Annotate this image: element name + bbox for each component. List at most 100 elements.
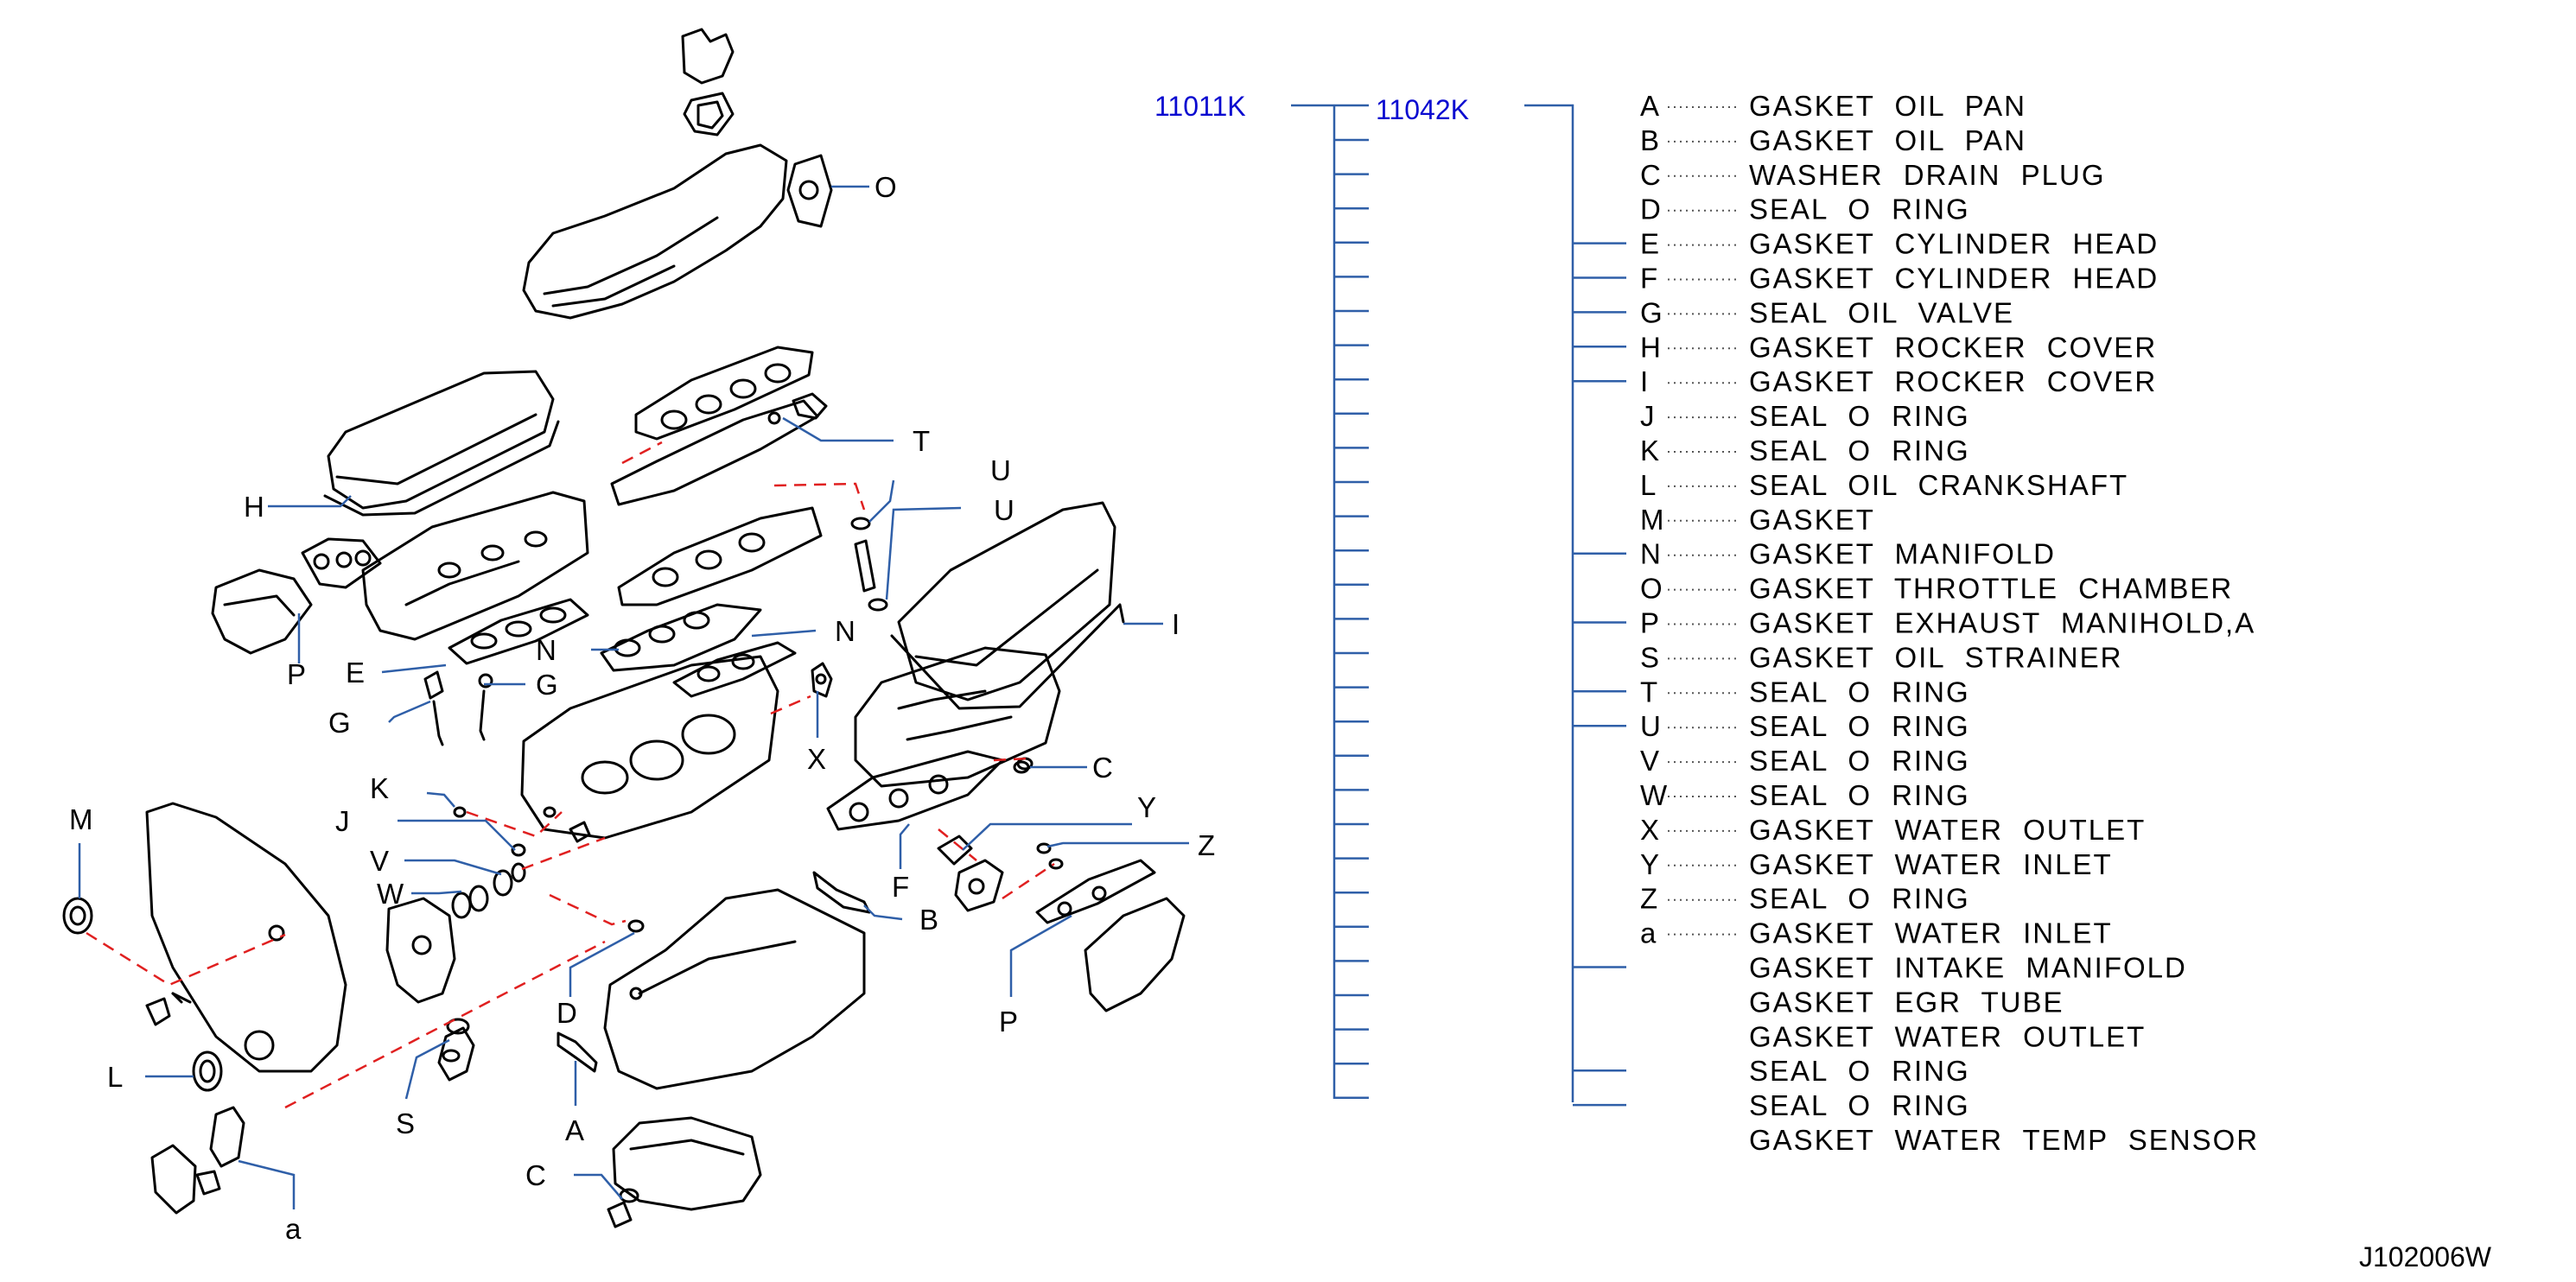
- part-description: GASKET ROCKER COVER: [1749, 331, 2157, 363]
- part-description: SEAL O RING: [1749, 1055, 1970, 1087]
- callout-o: O: [875, 171, 897, 203]
- part-letter: J: [1640, 400, 1655, 432]
- intake-manifold-gaskets: [600, 346, 828, 698]
- callout-g-right: G: [536, 669, 558, 701]
- parts-list-row[interactable]: A GASKET OIL PAN: [1640, 90, 2026, 122]
- rocker-cover-right: [890, 501, 1125, 710]
- intake-collector: [522, 143, 788, 320]
- crank-seal-l: [192, 1050, 223, 1092]
- part-description: GASKET OIL PAN: [1749, 90, 2026, 122]
- part-letter: E: [1640, 228, 1659, 260]
- rocker-cover-left: [323, 370, 560, 517]
- callout-l: L: [107, 1061, 123, 1093]
- callout-u-lower: U: [994, 494, 1014, 526]
- part-description: GASKET OIL PAN: [1749, 124, 2026, 156]
- parts-tree: 11011K 11042K: [1154, 91, 1626, 1107]
- tree-connector-lines: [1291, 104, 1574, 1102]
- callout-g-left: G: [328, 707, 351, 739]
- part-letter: L: [1640, 469, 1656, 501]
- part-description: SEAL O RING: [1749, 710, 1970, 742]
- part-description: GASKET WATER OUTLET: [1749, 1020, 2146, 1052]
- oil-pump: [385, 897, 475, 1082]
- part-letter: a: [1640, 917, 1657, 949]
- part-letter: H: [1640, 331, 1661, 363]
- callout-a: A: [565, 1114, 584, 1146]
- callout-m: M: [69, 803, 93, 835]
- part-description: SEAL O RING: [1749, 745, 1970, 777]
- parts-list-row[interactable]: GASKET WATER TEMP SENSOR: [1749, 1124, 2259, 1156]
- callout-c-lower: C: [525, 1159, 546, 1191]
- callout-y: Y: [1137, 791, 1156, 823]
- water-inlet-a: [150, 1106, 245, 1215]
- parts-list-row[interactable]: GASKET WATER OUTLET: [1749, 1020, 2146, 1052]
- diagram-reference-code: J102006W: [2359, 1241, 2492, 1272]
- part-description: GASKET EGR TUBE: [1749, 986, 2064, 1018]
- front-timing-cover: [145, 802, 347, 1073]
- part-description: GASKET MANIFOLD: [1749, 538, 2056, 570]
- seal-d: [627, 919, 645, 933]
- callout-letters: O T U U H I P E N N G G X C K J Y M V W …: [69, 171, 1215, 1245]
- cylinder-head-left: [361, 491, 589, 641]
- child-code-11042k[interactable]: 11042K: [1376, 94, 1469, 125]
- part-letter: C: [1640, 159, 1661, 191]
- part-letter: A: [1640, 90, 1659, 122]
- parts-list-row[interactable]: U SEAL O RING: [1640, 710, 1970, 742]
- parts-list-row[interactable]: GASKET INTAKE MANIFOLD: [1749, 952, 2187, 984]
- callout-f: F: [892, 871, 909, 903]
- callout-i: I: [1172, 608, 1180, 640]
- parts-list-row[interactable]: T SEAL O RING: [1640, 676, 1970, 708]
- callout-t: T: [913, 425, 930, 457]
- cylinder-head-right: [854, 646, 1061, 788]
- part-letter: U: [1640, 710, 1661, 742]
- oil-pan-gasket-b: [812, 871, 871, 914]
- head-gasket-left: [448, 598, 589, 665]
- parts-list-row[interactable]: H GASKET ROCKER COVER: [1640, 331, 2157, 363]
- cover-plugs: [145, 992, 183, 1026]
- part-letter: B: [1640, 124, 1659, 156]
- cylinder-block: [520, 655, 779, 840]
- front-seal-m: [62, 897, 93, 935]
- alignment-dashed-lines: [86, 441, 1055, 1109]
- part-description: SEAL OIL VALVE: [1749, 296, 2014, 328]
- part-letter: D: [1640, 194, 1661, 225]
- part-description: GASKET: [1749, 504, 1875, 536]
- parent-code-11011k[interactable]: 11011K: [1154, 91, 1246, 122]
- parts-list-row[interactable]: GASKET EGR TUBE: [1749, 986, 2064, 1018]
- exhaust-manifold-left: [211, 537, 382, 655]
- parts-list-row[interactable]: B GASKET OIL PAN: [1640, 124, 2026, 156]
- part-description: SEAL O RING: [1749, 400, 1970, 432]
- part-letter: T: [1640, 676, 1657, 708]
- parts-list-row[interactable]: D SEAL O RING: [1640, 194, 1970, 225]
- small-seals-k-j: [453, 806, 591, 857]
- part-description: SEAL O RING: [1749, 194, 1970, 225]
- callout-a-lower: a: [285, 1213, 302, 1245]
- exhaust-manifold-right: [1035, 859, 1186, 1012]
- parts-list-row[interactable]: J SEAL O RING: [1640, 400, 1970, 432]
- callout-x: X: [807, 743, 826, 775]
- callout-p-left: P: [287, 658, 306, 690]
- part-description: SEAL O RING: [1749, 676, 1970, 708]
- part-letter: P: [1640, 607, 1659, 639]
- parts-list-row[interactable]: SEAL O RING: [1749, 1055, 1970, 1087]
- part-letter: F: [1640, 263, 1657, 295]
- parts-list-row[interactable]: SEAL O RING: [1749, 1089, 1970, 1121]
